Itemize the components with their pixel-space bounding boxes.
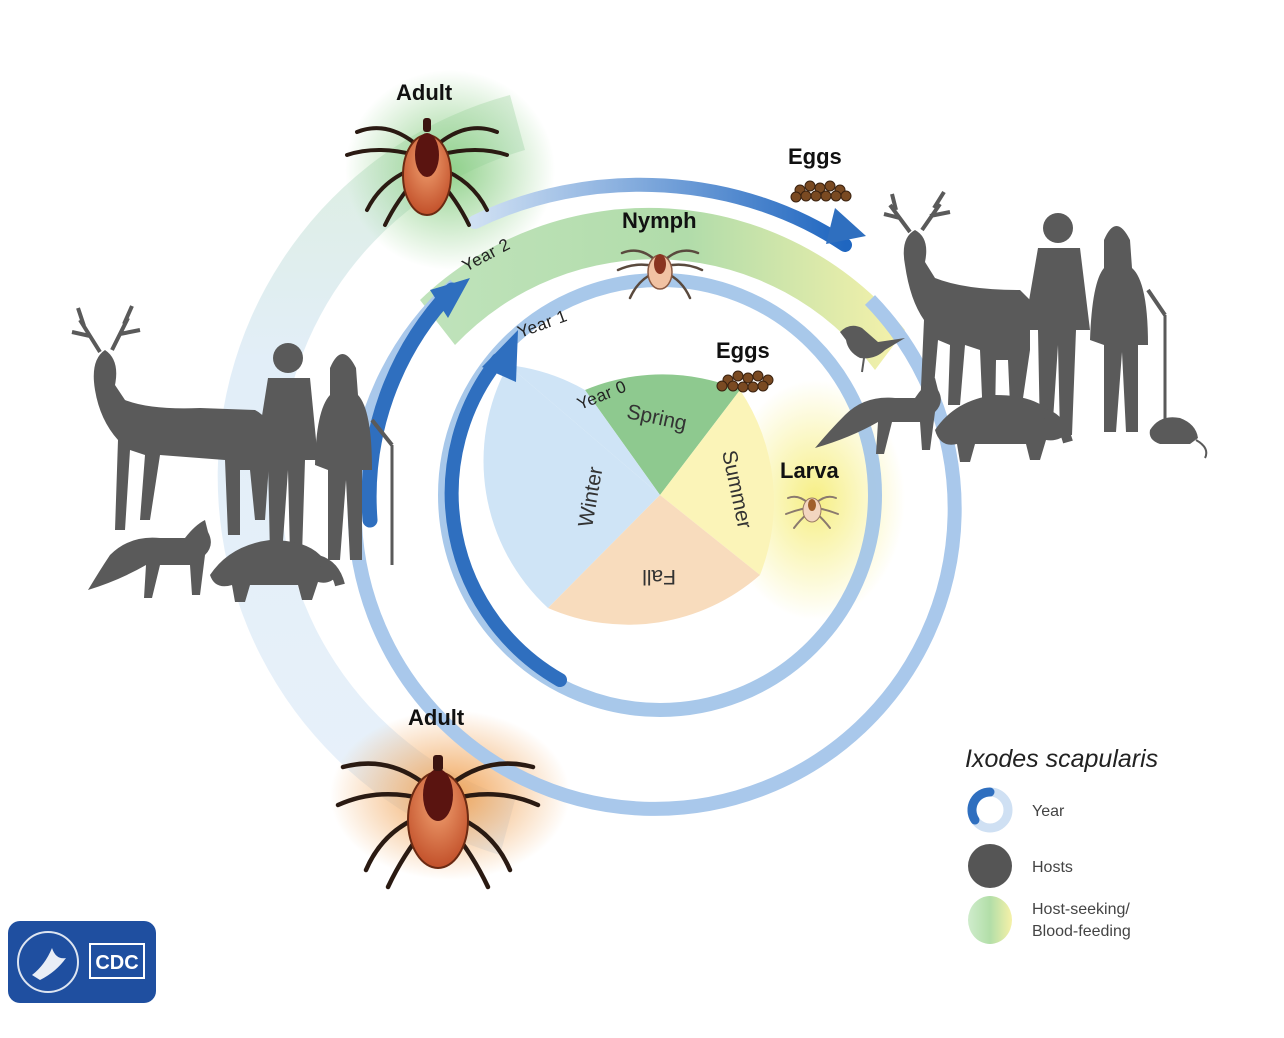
year0-arrow	[444, 353, 567, 687]
legend-host-seeking-swatch-icon	[968, 896, 1012, 944]
legend-title: Ixodes scapularis	[965, 745, 1158, 773]
legend-year-swatch-icon	[967, 787, 1013, 833]
season-fall	[548, 495, 760, 625]
year1-arrow	[361, 282, 460, 528]
year2-arrow	[468, 177, 852, 252]
deer-right-icon	[883, 190, 1030, 420]
cdc-logo: CDC	[8, 921, 156, 1003]
legend-hosts-label: Hosts	[1032, 859, 1073, 876]
season-summer	[660, 390, 774, 575]
legend-blood-feeding-label: Blood-feeding	[1032, 923, 1131, 940]
season-winter-top	[508, 365, 660, 495]
stage-adult-top-label: Adult	[396, 80, 453, 105]
woman-right-icon	[1090, 226, 1167, 432]
stage-adult-bottom-label: Adult	[408, 705, 465, 730]
stage-larva-label: Larva	[780, 458, 839, 483]
deer-left-icon	[71, 305, 271, 535]
man-left-icon	[255, 343, 318, 555]
seasons-pie	[483, 365, 774, 625]
year2-arrowhead	[826, 208, 866, 244]
legend-year-label: Year	[1032, 803, 1065, 820]
cdc-logo-text: CDC	[95, 952, 138, 974]
adult-tick-top-icon	[345, 118, 509, 227]
fox-left-icon	[88, 520, 211, 598]
larva-tick-icon	[785, 495, 839, 529]
stage-eggs-inner-label: Eggs	[716, 338, 770, 363]
man-right-icon	[1024, 213, 1090, 435]
raccoon-right-icon	[935, 395, 1073, 462]
left-hosts-group	[71, 305, 394, 602]
nymph-tick-icon	[616, 249, 704, 300]
eggs-inner-icon	[716, 370, 774, 393]
season-spring	[585, 374, 740, 495]
legend-hosts-swatch-icon	[968, 844, 1012, 888]
season-label-fall: Fall	[642, 565, 676, 588]
year0-arrowhead	[482, 330, 518, 382]
legend: Ixodes scapularis Year Hosts Host-seekin…	[965, 745, 1158, 944]
right-hosts-group	[815, 190, 1208, 462]
stage-eggs-top-label: Eggs	[788, 144, 842, 169]
woman-left-icon	[315, 354, 394, 565]
bird-icon	[840, 325, 905, 373]
year1-host-seeking-band	[420, 207, 905, 370]
mouse-icon	[1149, 417, 1208, 459]
hhs-eagle-icon	[32, 948, 66, 980]
year1-arrowhead	[430, 278, 470, 318]
raccoon-left-icon	[210, 540, 345, 602]
legend-host-seeking-label: Host-seeking/	[1032, 901, 1130, 918]
hhs-seal-icon	[17, 931, 79, 993]
adult-tick-bottom-icon	[335, 755, 541, 890]
year2-host-seeking-band	[217, 95, 526, 855]
fox-right-icon	[815, 378, 941, 454]
eggs-top-icon	[790, 180, 852, 203]
stage-nymph-label: Nymph	[622, 208, 697, 233]
season-winter	[483, 365, 660, 608]
